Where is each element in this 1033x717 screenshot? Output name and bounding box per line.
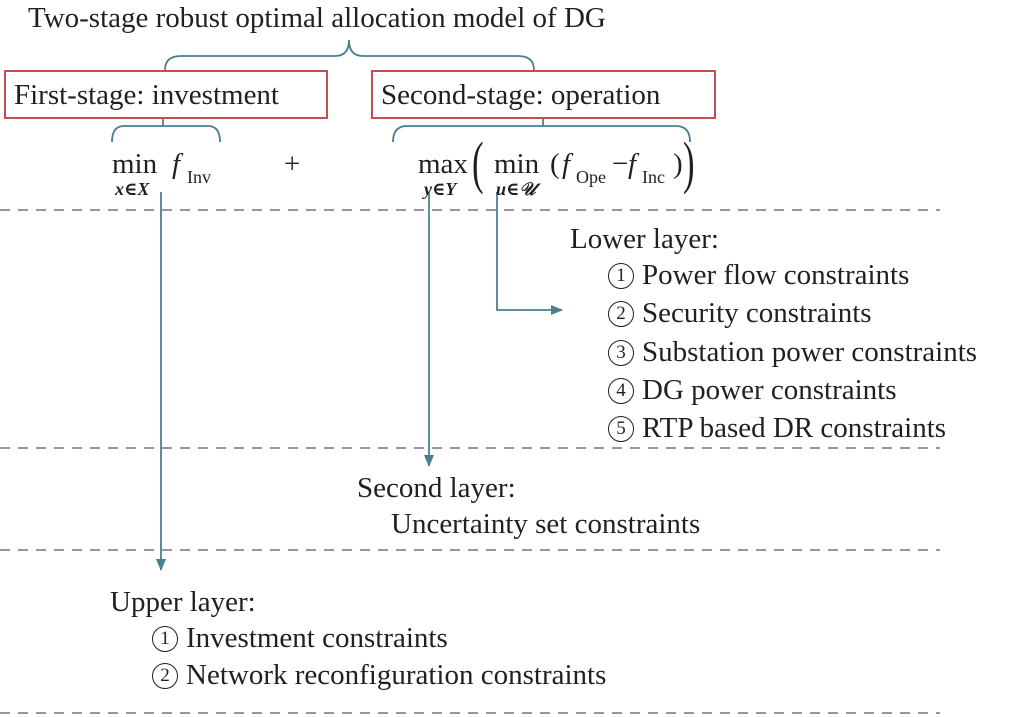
max-operator: max xyxy=(418,148,468,180)
big-close-paren: ) xyxy=(683,130,695,195)
big-open-paren: ( xyxy=(472,130,484,195)
circled-number: 1 xyxy=(152,626,178,652)
second-stage-box: Second-stage: operation xyxy=(371,70,716,119)
x-in-X-subscript: x∈X xyxy=(115,179,150,199)
lower-layer-heading: Lower layer: xyxy=(570,223,719,255)
ope-subscript: Ope xyxy=(576,167,606,187)
upper-layer-heading: Upper layer: xyxy=(110,586,256,618)
circled-number: 2 xyxy=(152,663,178,689)
inv-subscript: Inv xyxy=(187,167,211,187)
circled-number: 3 xyxy=(608,340,634,366)
second-layer-heading: Second layer: xyxy=(357,472,516,504)
second-layer-item: Uncertainty set constraints xyxy=(391,508,701,540)
first-stage-label: First-stage: investment xyxy=(14,79,279,111)
minus-sign: − xyxy=(612,148,629,180)
arrow-to-lower-layer xyxy=(496,192,563,315)
circled-number: 2 xyxy=(608,301,634,327)
close-paren: ) xyxy=(673,148,683,180)
first-stage-brace xyxy=(111,125,221,143)
f-inv-symbol: f xyxy=(172,148,181,180)
circled-number: 5 xyxy=(608,416,634,442)
first-stage-box: First-stage: investment xyxy=(4,70,328,119)
second-stage-label: Second-stage: operation xyxy=(381,79,661,111)
inc-subscript: Inc xyxy=(642,167,665,187)
y-in-Y-subscript: y∈Y xyxy=(424,179,457,199)
circled-number: 4 xyxy=(608,378,634,404)
min-operator: min xyxy=(112,148,158,180)
circled-number: 1 xyxy=(608,263,634,289)
f-ope-symbol: f xyxy=(562,148,571,180)
f-inc-symbol: f xyxy=(628,148,637,180)
inner-min-operator: min xyxy=(494,148,540,180)
stage-brace xyxy=(164,39,535,71)
open-paren: ( xyxy=(550,148,560,180)
plus-sign: + xyxy=(284,148,301,180)
diagram-title: Two-stage robust optimal allocation mode… xyxy=(28,2,606,34)
second-stage-brace xyxy=(392,125,691,143)
u-in-U-subscript: u∈𝒰 xyxy=(496,179,536,199)
